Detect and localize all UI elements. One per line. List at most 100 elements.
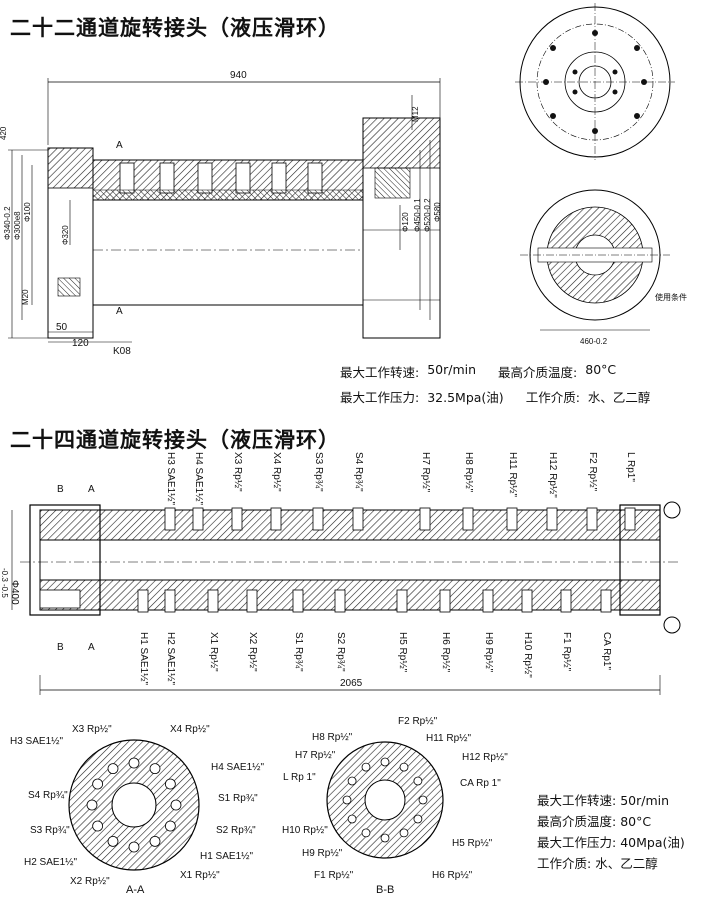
bb-hole — [342, 795, 352, 805]
aa-port-label: X1 Rp½" — [180, 870, 220, 881]
port-bottom — [600, 589, 612, 613]
aa-hole — [86, 799, 98, 811]
section1-title: 二十二通道旋转接头（液压滑环） — [10, 16, 340, 40]
top-port-label: S4 Rp¾" — [353, 452, 364, 492]
section-a-bottom: A — [116, 306, 123, 317]
aa-hole — [149, 763, 161, 775]
dim-d300: Φ300e8 — [13, 211, 22, 240]
spec1-speed-value: 50r/min — [427, 362, 477, 377]
bb-port-label: H6 Rp½" — [432, 870, 473, 881]
bb-port-label: F1 Rp½" — [314, 870, 354, 881]
section2-specs: 最大工作转速: 50r/min 最高介质温度: 80°C 最大工作压力: 40M… — [537, 790, 717, 874]
bb-hole — [380, 833, 390, 843]
bb-hole — [380, 757, 390, 767]
spec2-temp-label: 最高介质温度: — [537, 814, 617, 829]
dim-d340: Φ340-0.2 — [3, 206, 12, 240]
bb-port-label: L Rp 1" — [283, 772, 316, 783]
port-top — [164, 507, 176, 531]
bb-hole — [399, 762, 409, 772]
bb-hole — [347, 776, 357, 786]
dim-d400: Φ400 — [9, 580, 20, 605]
dim-d520: Φ520-0.2 — [423, 198, 432, 232]
dim-d580: Φ580 — [433, 202, 442, 222]
top-port-label: H8 Rp½" — [463, 452, 474, 493]
aa-hole — [164, 820, 176, 832]
bottom-port-label: S2 Rp¾" — [335, 632, 346, 672]
spec2-speed-value: 50r/min — [620, 793, 670, 808]
bottom-port-label: H1 SAE1½" — [138, 632, 149, 686]
aa-hole — [128, 841, 140, 853]
dim-d320: Φ320 — [61, 225, 70, 245]
dim-d450: Φ450-0.1 — [413, 198, 422, 232]
bb-port-label: H11 Rp½" — [426, 733, 472, 744]
aa-port-label: H4 SAE1½" — [211, 762, 265, 773]
port-bottom — [292, 589, 304, 613]
bottom-port-label: CA Rp1" — [601, 632, 612, 671]
top-port-label: X4 Rp½" — [271, 452, 282, 492]
bottom-port-label: H10 Rp½" — [522, 632, 533, 678]
aa-port-label: S3 Rp¾" — [30, 825, 70, 836]
aa-port-label: X4 Rp½" — [170, 724, 210, 735]
dim-940: 940 — [230, 70, 247, 81]
port-top — [231, 507, 243, 531]
bottom-port-label: X2 Rp½" — [247, 632, 258, 672]
port-top — [352, 507, 364, 531]
port-bottom — [207, 589, 219, 613]
bb-hole — [399, 828, 409, 838]
aa-port-label: H3 SAE1½" — [10, 736, 64, 747]
port-top — [270, 507, 282, 531]
bb-caption: B-B — [376, 884, 395, 896]
aa-port-label: S4 Rp¾" — [28, 790, 68, 801]
bb-port-label: F2 Rp½" — [398, 716, 438, 727]
spec1-medium-value: 水、乙二醇 — [587, 390, 651, 405]
port-bottom — [521, 589, 533, 613]
dim-50: 50 — [56, 322, 68, 333]
sec-b-bottom: B — [57, 642, 64, 653]
spec2-temp-value: 80°C — [620, 814, 652, 829]
top-port-label: H11 Rp½" — [507, 452, 518, 498]
aa-hole — [92, 778, 104, 790]
spec1-pressure-value: 32.5Mpa(油) — [427, 390, 504, 405]
bb-hole — [361, 828, 371, 838]
bb-port-label: H8 Rp½" — [312, 732, 353, 743]
bottom-port-label: H5 Rp½" — [397, 632, 408, 673]
bb-hole — [347, 814, 357, 824]
top-port-label: H12 Rp½" — [547, 452, 558, 498]
spec2-speed-label: 最大工作转速: — [537, 793, 617, 808]
model-label: K08 — [113, 346, 131, 357]
aa-caption: A-A — [126, 884, 145, 896]
section1-side-view: 940 — [0, 70, 442, 357]
spec1-medium-label: 工作介质: — [525, 390, 580, 405]
bb-hole — [418, 795, 428, 805]
spec1-temp-value: 80°C — [585, 362, 617, 377]
spec1-speed-label: 最大工作转速: — [340, 365, 420, 380]
bb-hole — [413, 776, 423, 786]
spec2-pressure-value: 40Mpa(油) — [620, 835, 685, 850]
bb-port-label: H9 Rp½" — [302, 848, 343, 859]
bottom-port-label: H2 SAE1½" — [165, 632, 176, 686]
aa-port-label: H1 SAE1½" — [200, 851, 254, 862]
section2-title: 二十四通道旋转接头（液压滑环） — [10, 428, 340, 452]
spec1-temp-label: 最高介质温度: — [498, 365, 578, 380]
dim-2065: 2065 — [340, 678, 363, 689]
bb-port-label: H10 Rp½" — [282, 825, 328, 836]
top-port-label: H4 SAE1½" — [193, 452, 204, 506]
aa-hole — [149, 835, 161, 847]
port-bottom — [246, 589, 258, 613]
aa-port-label: S2 Rp¾" — [216, 825, 256, 836]
section1-end-view-bottom: 460-0.2 使用条件 — [520, 189, 687, 346]
bb-port-label: H12 Rp½" — [462, 752, 508, 763]
aa-hole — [107, 763, 119, 775]
port-top — [462, 507, 474, 531]
bottom-port-label: S1 Rp¾" — [293, 632, 304, 672]
section1-end-view-top — [515, 3, 675, 160]
bottom-port-label: F1 Rp½" — [561, 632, 572, 672]
sec-a-bottom: A — [88, 642, 95, 653]
top-port-label: S3 Rp¾" — [313, 452, 324, 492]
aa-port-label: S1 Rp¾" — [218, 793, 258, 804]
dim-d120: Φ120 — [401, 212, 410, 232]
bb-port-label: H7 Rp½" — [295, 750, 336, 761]
dim-420: 420 — [0, 126, 8, 140]
dim-m20: M20 — [21, 289, 30, 305]
